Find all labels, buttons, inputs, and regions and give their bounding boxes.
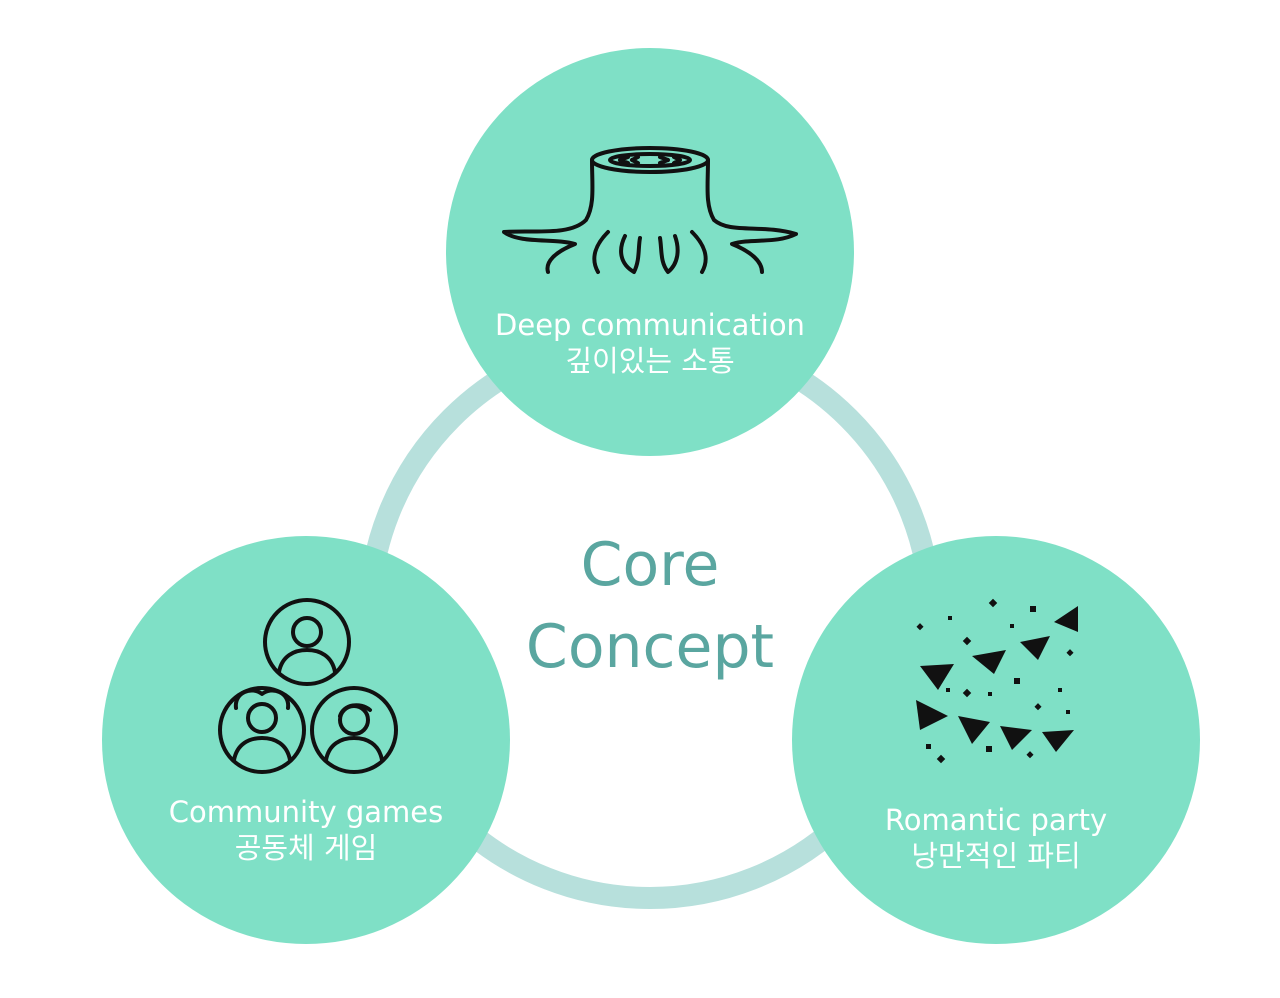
tree-stump-icon xyxy=(502,146,798,274)
node-title-en: Romantic party xyxy=(884,803,1108,837)
node-community-games: Community games 공동체 게임 xyxy=(102,536,510,944)
node-deep-communication: Deep communication 깊이있는 소통 xyxy=(446,48,854,456)
node-label: Community games 공동체 게임 xyxy=(102,794,510,866)
party-confetti-icon xyxy=(916,598,1078,764)
community-people-icon xyxy=(218,598,398,774)
center-title-line2: Concept xyxy=(525,612,775,682)
node-title-en: Deep communication xyxy=(495,308,805,342)
center-title: Core Concept xyxy=(450,524,850,688)
center-title-line1: Core xyxy=(580,530,720,600)
node-title-ko: 낭만적인 파티 xyxy=(911,839,1081,873)
node-label: Romantic party 낭만적인 파티 xyxy=(792,802,1200,874)
node-title-ko: 공동체 게임 xyxy=(234,831,378,865)
node-romantic-party: Romantic party 낭만적인 파티 xyxy=(792,536,1200,944)
node-title-ko: 깊이있는 소통 xyxy=(565,344,735,378)
node-label: Deep communication 깊이있는 소통 xyxy=(446,307,854,379)
node-title-en: Community games xyxy=(168,795,444,829)
